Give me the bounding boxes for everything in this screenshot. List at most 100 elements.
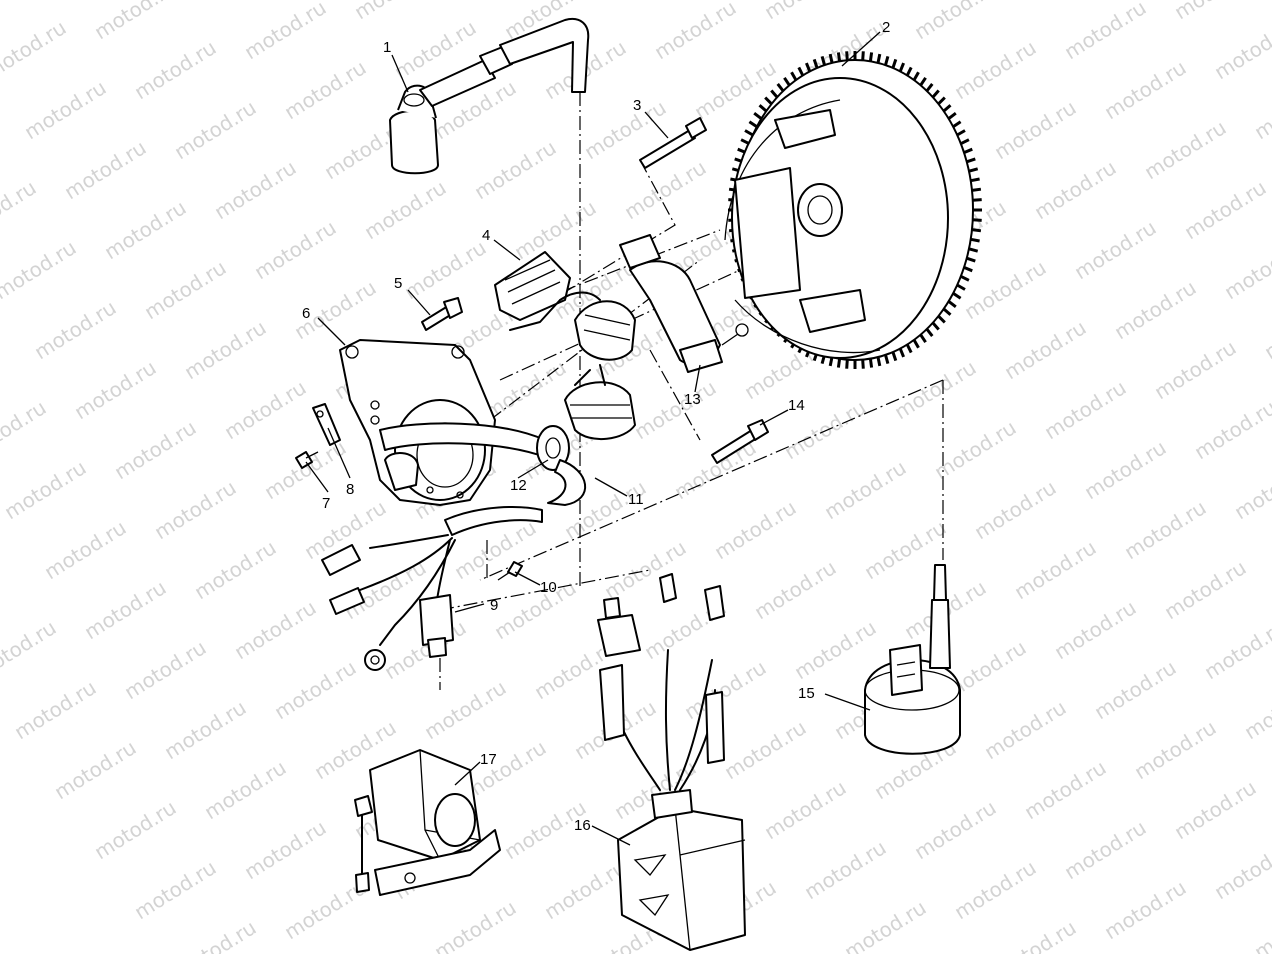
watermark-text: motod.ru <box>270 655 361 724</box>
pulser-coil <box>619 234 749 373</box>
gear-tooth <box>868 358 874 368</box>
watermark-text: motod.ru <box>0 455 90 524</box>
callout-1: 1 <box>383 39 391 56</box>
gear-tooth <box>884 56 890 66</box>
watermark-text: motod.ru <box>1160 555 1251 624</box>
callout-labels: 1 2 3 4 5 6 7 8 9 10 11 12 13 14 15 16 1… <box>302 19 890 834</box>
gear-tooth <box>812 58 819 69</box>
watermark-text: motod.ru <box>140 255 231 324</box>
gear-tooth <box>960 138 970 146</box>
watermark-text: motod.ru <box>1230 455 1272 524</box>
watermark-text: motod.ru <box>250 215 341 284</box>
gear-tooth <box>753 112 763 120</box>
watermark-text: motod.ru <box>0 175 40 244</box>
gear-tooth <box>925 82 934 92</box>
watermark-text: motod.ru <box>540 855 631 924</box>
watermark-text: motod.ru <box>1150 335 1241 404</box>
watermark-text: motod.ru <box>130 35 221 104</box>
watermark-text: motod.ru <box>430 895 521 954</box>
callout-6: 6 <box>302 305 310 322</box>
watermark-text: motod.ru <box>1170 775 1261 844</box>
watermark-text: motod.ru <box>1250 895 1272 954</box>
watermark-text: motod.ru <box>1110 275 1201 344</box>
watermark-text: motod.ru <box>470 135 561 204</box>
gear-tooth <box>776 82 785 92</box>
gear-tooth <box>968 167 979 173</box>
callout-3: 3 <box>633 97 641 114</box>
watermark-text: motod.ru <box>30 295 121 364</box>
gear-tooth <box>884 354 890 364</box>
gear-tooth <box>836 52 842 62</box>
gear-tooth <box>861 51 865 61</box>
gear-tooth <box>966 157 976 164</box>
screw-5 <box>421 297 463 331</box>
gear-tooth <box>942 104 952 113</box>
gear-tooth <box>942 307 952 316</box>
watermark-text: motod.ru <box>1020 0 1111 4</box>
watermark-text: motod.ru <box>980 695 1071 764</box>
clamp-8 <box>312 403 341 446</box>
gear-tooth <box>828 53 834 64</box>
watermark-text: motod.ru <box>0 235 80 304</box>
watermark-text: motod.ru <box>0 15 70 84</box>
watermark-text: motod.ru <box>120 635 211 704</box>
watermark-text: motod.ru <box>1140 115 1231 184</box>
gear-tooth <box>748 120 758 128</box>
gear-tooth <box>966 256 976 263</box>
callout-16: 16 <box>574 817 591 834</box>
watermark-text: motod.ru <box>110 415 201 484</box>
watermark-text: motod.ru <box>1210 835 1272 904</box>
callout-17: 17 <box>480 751 497 768</box>
watermark-text: motod.ru <box>800 835 891 904</box>
gear-tooth <box>797 66 805 77</box>
watermark-text: motod.ru <box>650 0 741 64</box>
watermark-text: motod.ru <box>1180 175 1271 244</box>
callout-leaders <box>305 31 881 846</box>
watermark-text: motod.ru <box>760 775 851 844</box>
watermark-text: motod.ru <box>760 0 851 24</box>
gear-tooth <box>820 56 826 66</box>
watermark-text: motod.ru <box>910 795 1001 864</box>
gear-tooth <box>947 112 957 120</box>
watermark-text: motod.ru <box>0 615 60 684</box>
screw-10 <box>497 561 523 581</box>
gear-tooth <box>770 89 779 99</box>
watermark-text: motod.ru <box>180 315 271 384</box>
gear-tooth <box>931 89 940 99</box>
gear-tooth <box>970 177 980 183</box>
watermark-text: motod.ru <box>50 735 141 804</box>
watermark-text: motod.ru <box>80 575 171 644</box>
gear-tooth <box>937 96 946 105</box>
watermark-text: motod.ru <box>150 475 241 544</box>
watermark-text: motod.ru <box>820 455 911 524</box>
watermark-text: motod.ru <box>1210 15 1272 84</box>
watermark-text: motod.ru <box>1100 875 1191 944</box>
gear-tooth <box>931 321 940 331</box>
callout-12: 12 <box>510 477 527 494</box>
watermark-text: motod.ru <box>720 715 811 784</box>
flywheel <box>724 51 982 369</box>
watermark-text: motod.ru <box>960 255 1051 324</box>
watermark-text: motod.ru <box>400 235 491 304</box>
callout-4: 4 <box>482 227 490 244</box>
ignition-coil <box>864 564 961 755</box>
callout-9: 9 <box>490 597 498 614</box>
watermark-text: motod.ru <box>750 555 841 624</box>
stator-plate <box>339 339 496 506</box>
gear-tooth <box>868 52 874 62</box>
watermark-text: motod.ru <box>240 815 331 884</box>
gear-tooth <box>972 198 982 202</box>
callout-2: 2 <box>882 19 890 36</box>
watermark-text: motod.ru <box>1240 675 1272 744</box>
watermark-text: motod.ru <box>990 915 1081 954</box>
watermark-text: motod.ru <box>630 375 721 444</box>
watermark-text: motod.ru <box>280 55 371 124</box>
watermark-text: motod.ru <box>1190 395 1272 464</box>
watermark-text: motod.ru <box>600 535 691 604</box>
gear-tooth <box>960 274 970 282</box>
watermark-text: motod.ru <box>1200 615 1272 684</box>
gear-tooth <box>861 359 865 369</box>
watermark-text: motod.ru <box>0 395 50 464</box>
watermark-text: motod.ru <box>100 195 191 264</box>
callout-8: 8 <box>346 481 354 498</box>
